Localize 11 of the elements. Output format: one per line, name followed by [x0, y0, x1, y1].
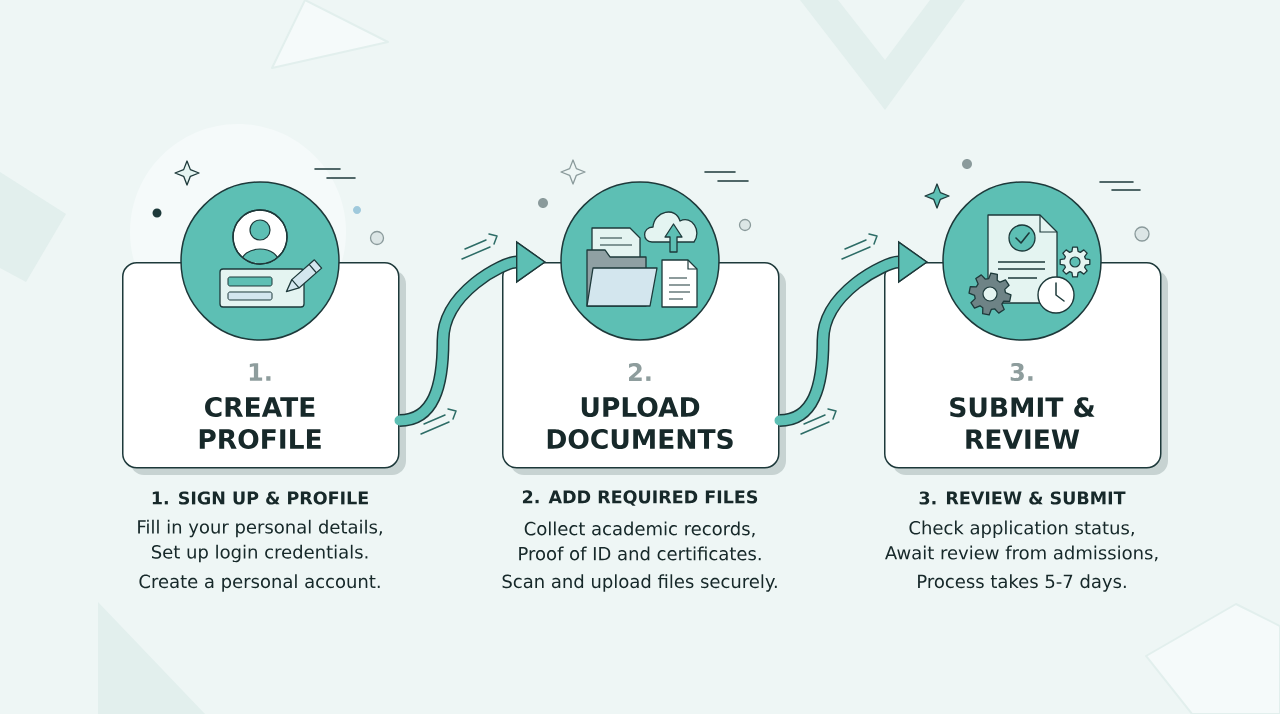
step-description: Process takes 5-7 days.	[918, 574, 1126, 592]
step-description: Fill in your personal details, Set up login credentials.	[138, 519, 382, 563]
curved-arrow	[774, 240, 928, 427]
step-heading: 2. ADD REQUIRED FILES	[522, 490, 758, 506]
step-heading: 1. SIGN UP & PROFILE	[152, 491, 368, 505]
step-description: Create a personal account.	[139, 574, 380, 592]
step-description: Scan and upload files securely.	[502, 574, 777, 592]
step-heading: 3. REVIEW & SUBMIT	[919, 491, 1126, 505]
curved-arrow	[394, 240, 546, 427]
step-description: Check application status, Await review from admissions,	[885, 520, 1158, 562]
step-description: Collect academic records, Proof of ID and certificates.	[519, 521, 761, 561]
